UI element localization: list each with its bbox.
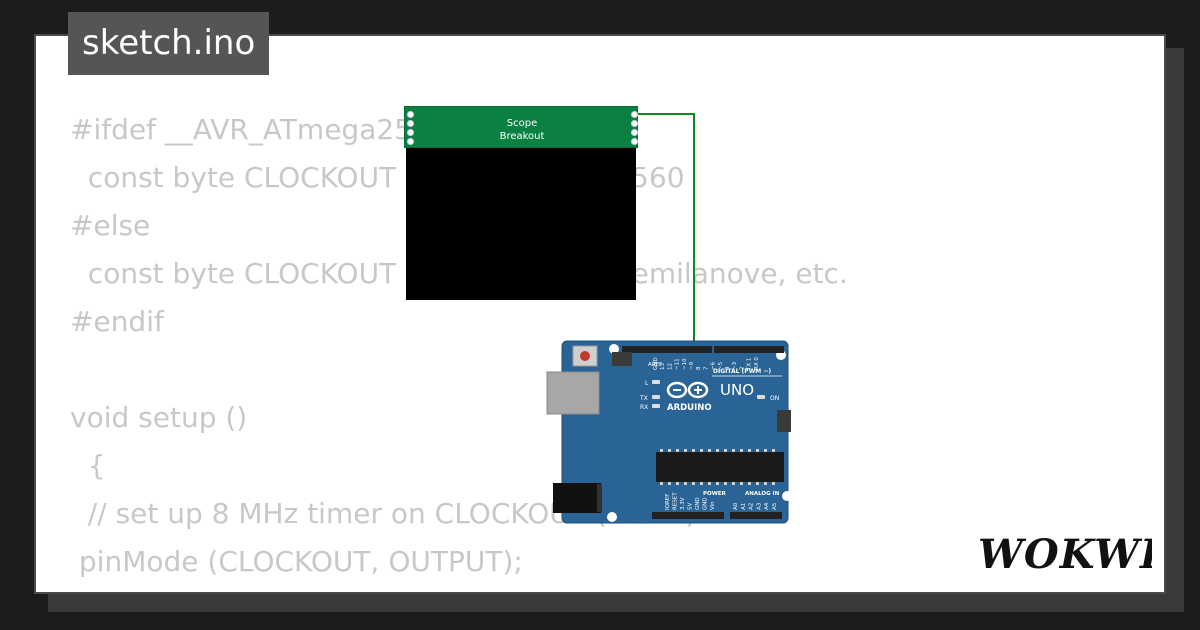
- scope-pin[interactable]: [407, 138, 414, 145]
- pin-label: ~10: [682, 358, 688, 370]
- pin-label: ~9: [689, 361, 695, 370]
- pin-label: RESET: [673, 492, 679, 510]
- pin-label: A0: [733, 502, 739, 510]
- icsp-header: [612, 352, 632, 366]
- usb-port: [546, 371, 600, 415]
- pin-label: 8: [696, 366, 702, 370]
- wokwi-logo-text: WOKWI: [978, 531, 1152, 578]
- digital-label: DIGITAL (PWM ~): [713, 368, 771, 375]
- on-label: ON: [770, 395, 779, 402]
- pin-label: GND: [703, 497, 709, 510]
- pin-label: GND: [695, 497, 701, 510]
- pin-label: A2: [749, 503, 755, 510]
- pin-label: 2: [739, 367, 745, 371]
- scope-pin[interactable]: [631, 129, 638, 136]
- pin-label: ~11: [675, 358, 681, 370]
- file-name-badge: sketch.ino: [68, 12, 270, 75]
- led-l-label: L: [645, 380, 649, 387]
- scope-header: Scope Breakout: [404, 106, 638, 148]
- pin-label: 5V: [688, 503, 694, 510]
- power-label: POWER: [703, 491, 727, 497]
- scope-pin[interactable]: [407, 129, 414, 136]
- arduino-logo: ARDUINO UNO: [666, 381, 754, 413]
- pin-label: A5: [772, 502, 778, 510]
- pin-label: GND: [653, 357, 659, 370]
- arduino-logo-text: ARDUINO: [667, 403, 712, 413]
- pin-label: 3.3V: [680, 497, 686, 510]
- pin-label: 4: [725, 366, 731, 370]
- chip-pins: [660, 449, 775, 485]
- pin-label: ~3: [732, 361, 738, 370]
- power-header: [652, 512, 724, 519]
- analog-label: ANALOG IN: [745, 491, 780, 497]
- pin-label: ~5: [718, 361, 724, 370]
- power-jack: [553, 483, 601, 513]
- pin-label: A1: [741, 503, 747, 510]
- led-tx-label: TX: [639, 395, 648, 402]
- pin-label: ~6: [711, 361, 717, 370]
- pin-label: IOREF: [665, 494, 671, 510]
- scope-pin[interactable]: [631, 120, 638, 127]
- digital-header: [622, 346, 712, 353]
- scope-breakout[interactable]: Scope Breakout: [404, 106, 638, 300]
- analog-header: [730, 512, 782, 519]
- scope-pin[interactable]: [631, 111, 638, 118]
- pin-label: 7: [703, 366, 709, 370]
- scope-title: Scope Breakout: [499, 118, 545, 142]
- scope-pin[interactable]: [407, 111, 414, 118]
- icsp-header: [777, 410, 791, 432]
- pin-label: TX 1: [747, 358, 753, 371]
- board-model-text: UNO: [720, 381, 754, 399]
- scope-pin[interactable]: [407, 120, 414, 127]
- pin-label: 12: [667, 363, 673, 370]
- digital-header: [714, 346, 784, 353]
- scope-screen: [406, 148, 636, 300]
- pin-label: 13: [660, 363, 666, 370]
- board-pin-labels: AREF: [648, 362, 662, 368]
- pin-label: A4: [764, 502, 770, 510]
- pin-label: Vin: [710, 501, 716, 510]
- pin-label: A3: [756, 502, 762, 510]
- pin-label: RX 0: [754, 357, 760, 370]
- microcontroller-chip: [656, 452, 784, 482]
- scope-pin[interactable]: [631, 138, 638, 145]
- led-rx-label: RX: [640, 404, 648, 411]
- wokwi-logo: WOKWI: [978, 531, 1152, 578]
